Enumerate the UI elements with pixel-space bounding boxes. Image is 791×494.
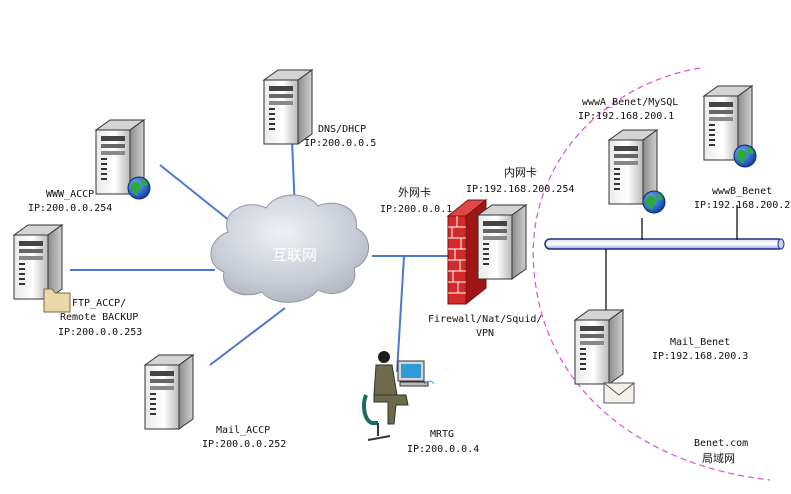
mail-accp-name: Mail_ACCP bbox=[216, 425, 271, 436]
ftp-accp-server-icon bbox=[13, 224, 63, 300]
www-accp-globe-icon bbox=[127, 176, 151, 200]
external-nic-ip: IP:200.0.0.1 bbox=[380, 204, 453, 215]
mail-benet-name: Mail_Benet bbox=[670, 337, 731, 348]
mrtg-ip: IP:200.0.0.4 bbox=[407, 444, 480, 455]
mail-envelope-icon bbox=[603, 382, 635, 404]
internet-cloud-label: 互联网 bbox=[272, 246, 318, 264]
internet-cloud bbox=[210, 194, 369, 303]
link-mrtg bbox=[396, 255, 405, 373]
wan-links bbox=[70, 139, 450, 373]
mail-accp-server-icon bbox=[144, 354, 194, 430]
mail-accp-ip: IP:200.0.0.252 bbox=[202, 439, 287, 450]
firewall-name-2: VPN bbox=[476, 328, 495, 339]
ftp-accp-ip: IP:200.0.0.253 bbox=[58, 327, 143, 338]
www-accp-name: WWW_ACCP bbox=[46, 189, 95, 200]
dns-dhcp-ip: IP:200.0.0.5 bbox=[304, 138, 377, 149]
mail-benet-ip: IP:192.168.200.3 bbox=[652, 351, 749, 362]
firewall-server-icon bbox=[477, 204, 527, 280]
mrtg-workstation-icon bbox=[362, 351, 435, 441]
dns-dhcp-server-icon bbox=[263, 69, 313, 145]
ftp-folder-icon bbox=[43, 288, 71, 313]
wwwb-benet-ip: IP:192.168.200.2 bbox=[694, 200, 791, 211]
lan-drops bbox=[605, 205, 738, 310]
wwwa-benet-globe-icon bbox=[642, 190, 666, 214]
ftp-accp-name: FTP_ACCP/ bbox=[72, 298, 127, 309]
internal-nic-ip: IP:192.168.200.254 bbox=[466, 184, 575, 195]
lan-domain-name: Benet.com bbox=[694, 438, 749, 449]
link-mail-accp bbox=[209, 307, 286, 366]
mail-benet-server-icon bbox=[574, 309, 624, 385]
mrtg-name: MRTG bbox=[430, 429, 455, 440]
wwwa-benet-ip: IP:192.168.200.1 bbox=[578, 111, 675, 122]
lan-label: 局域网 bbox=[702, 452, 735, 465]
link-www-accp bbox=[159, 164, 236, 226]
ftp-accp-name-2: Remote BACKUP bbox=[60, 312, 139, 323]
firewall-name: Firewall/Nat/Squid/ bbox=[428, 314, 543, 325]
internal-nic-label: 内网卡 bbox=[504, 166, 537, 179]
www-accp-ip: IP:200.0.0.254 bbox=[28, 203, 113, 214]
wwwb-benet-globe-icon bbox=[733, 144, 757, 168]
lan-boundary bbox=[532, 67, 771, 481]
external-nic-label: 外网卡 bbox=[398, 186, 431, 199]
dns-dhcp-name: DNS/DHCP bbox=[318, 124, 367, 135]
wwwb-benet-name: wwwB_Benet bbox=[712, 186, 773, 197]
lan-bus bbox=[544, 238, 785, 250]
wwwa-benet-name: wwwA_Benet/MySQL bbox=[582, 97, 679, 108]
